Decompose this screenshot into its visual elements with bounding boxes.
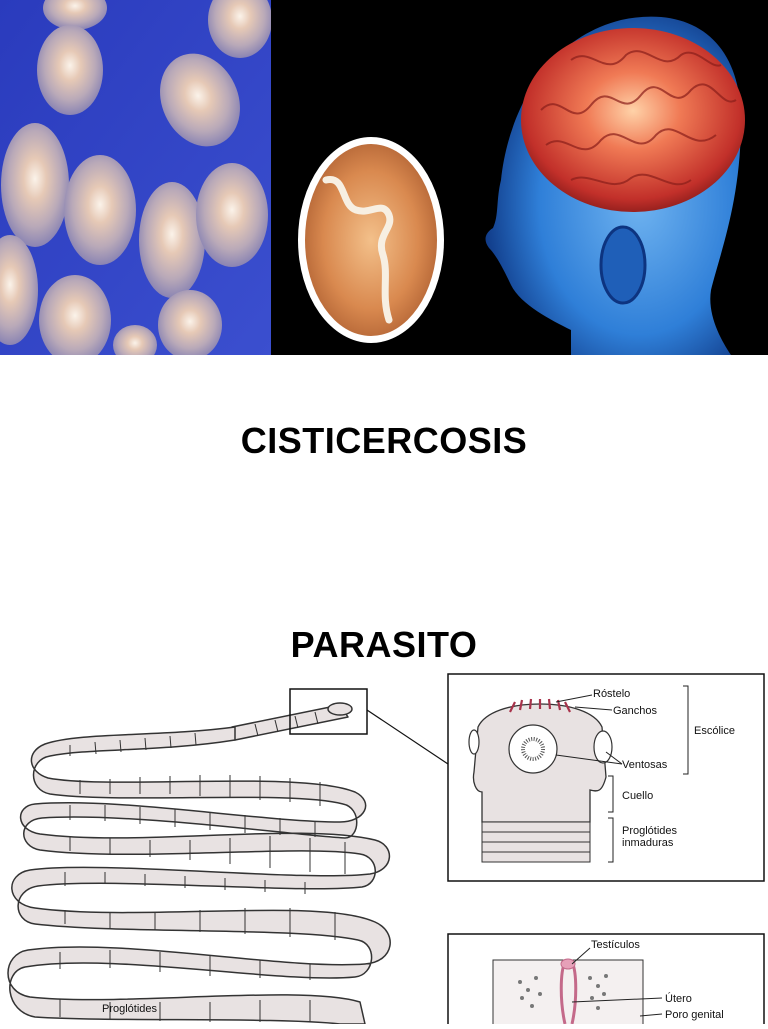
label-ganchos: Ganchos [613, 705, 658, 717]
section-title: PARASITO [290, 624, 478, 665]
tapeworm-diagram: Róstelo Ganchos Escólice Ventosas Cuello… [0, 672, 768, 1029]
scolex-drawing [468, 698, 613, 863]
label-utero: Útero [665, 992, 692, 1005]
eggs-photo [0, 0, 271, 355]
label-escolice: Escólice [694, 725, 735, 737]
brain-head-illustration [271, 0, 768, 355]
slide-title: CISTICERCOSIS [240, 420, 528, 461]
zoom-connector [366, 709, 449, 765]
label-cuello: Cuello [622, 790, 653, 802]
leader-lines [555, 685, 689, 863]
label-proglotides-body: Proglótides [102, 1003, 158, 1015]
label-proglotides-2: inmaduras [622, 837, 674, 849]
label-testiculos: Testículos [591, 939, 640, 951]
proglottid-drawing [492, 958, 644, 1029]
label-proglotides-1: Proglótides [622, 825, 678, 837]
segment-lines [59, 711, 346, 1022]
zoom-box [289, 688, 368, 735]
brain-photo [271, 0, 768, 355]
tapeworm-strobila [7, 702, 391, 1025]
label-rostelo: Róstelo [593, 688, 630, 700]
label-poro-genital: Poro genital [665, 1009, 724, 1021]
eggs-illustration [0, 0, 271, 355]
label-ventosas: Ventosas [622, 759, 668, 771]
